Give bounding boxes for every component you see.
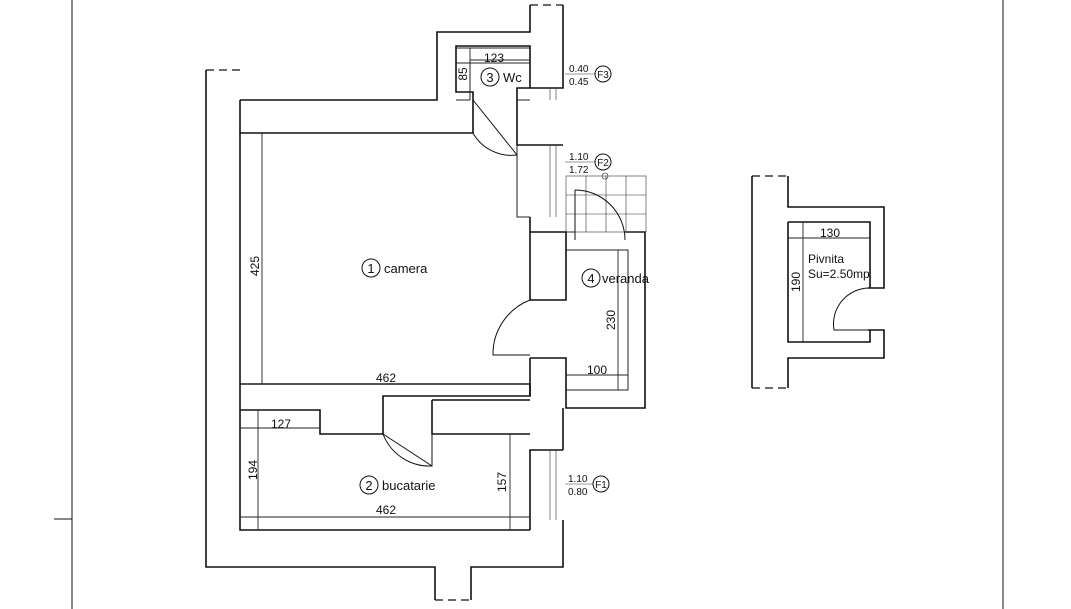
window-id: F3 bbox=[597, 70, 609, 81]
room-number: 4 bbox=[587, 271, 594, 286]
dim-pivnita-width: 130 bbox=[820, 226, 840, 240]
pivnita-labels: 130 190 Pivnita Su=2.50mp bbox=[789, 226, 870, 292]
room-name: Pivnita bbox=[808, 252, 844, 266]
window-top-value: 1.10 bbox=[568, 474, 588, 485]
room-name: Wc bbox=[503, 70, 522, 85]
dim-pivnita-height: 190 bbox=[789, 272, 803, 292]
dim-bucatarie-right: 157 bbox=[495, 472, 509, 492]
room-label-bucatarie: 2 bucatarie bbox=[359, 475, 435, 495]
room-number: 3 bbox=[486, 70, 493, 85]
dim-camera-height: 425 bbox=[248, 256, 262, 276]
sheet-frame bbox=[54, 0, 1004, 609]
dimension-lines bbox=[240, 48, 628, 530]
room-label-camera: 1 camera bbox=[361, 258, 428, 278]
window-top-value: 1.10 bbox=[569, 152, 589, 163]
window-top-value: 0.40 bbox=[569, 64, 589, 75]
window-bottom-value: 0.45 bbox=[569, 77, 589, 88]
dim-wc-width: 123 bbox=[484, 51, 504, 65]
dim-veranda-width: 100 bbox=[587, 363, 607, 377]
window-marker-f1: 1.10 0.80 F1 bbox=[568, 474, 610, 498]
pivnita-walls bbox=[751, 175, 885, 389]
window-bottom-value: 0.80 bbox=[568, 487, 588, 498]
room-number: 2 bbox=[365, 478, 372, 493]
doors bbox=[382, 99, 626, 467]
window-marker-f2: 1.10 1.72 F2 bbox=[569, 152, 612, 176]
room-area: Su=2.50mp bbox=[808, 267, 870, 281]
window-glazing bbox=[549, 88, 557, 520]
room-number: 1 bbox=[367, 261, 374, 276]
room-label-veranda: 4 veranda bbox=[581, 268, 650, 288]
window-marker-f3: 0.40 0.45 F3 bbox=[569, 64, 612, 88]
window-id: F2 bbox=[597, 158, 609, 169]
stair-grid bbox=[565, 172, 647, 233]
room-label-wc: 3 Wc bbox=[480, 67, 522, 87]
room-name: bucatarie bbox=[382, 478, 435, 493]
dim-camera-width: 462 bbox=[376, 371, 396, 385]
dim-bucatarie-partition: 127 bbox=[271, 417, 291, 431]
dim-bucatarie-width: 462 bbox=[376, 503, 396, 517]
window-bottom-value: 1.72 bbox=[569, 165, 589, 176]
dimension-labels: 123 85 425 462 127 194 157 462 230 100 bbox=[246, 51, 618, 517]
dim-bucatarie-height: 194 bbox=[246, 460, 260, 480]
main-house-walls bbox=[205, 4, 646, 601]
dim-veranda-height: 230 bbox=[604, 310, 618, 330]
room-name: camera bbox=[384, 261, 428, 276]
window-id: F1 bbox=[595, 480, 607, 491]
dim-wc-depth: 85 bbox=[456, 67, 470, 81]
room-name: veranda bbox=[602, 271, 650, 286]
